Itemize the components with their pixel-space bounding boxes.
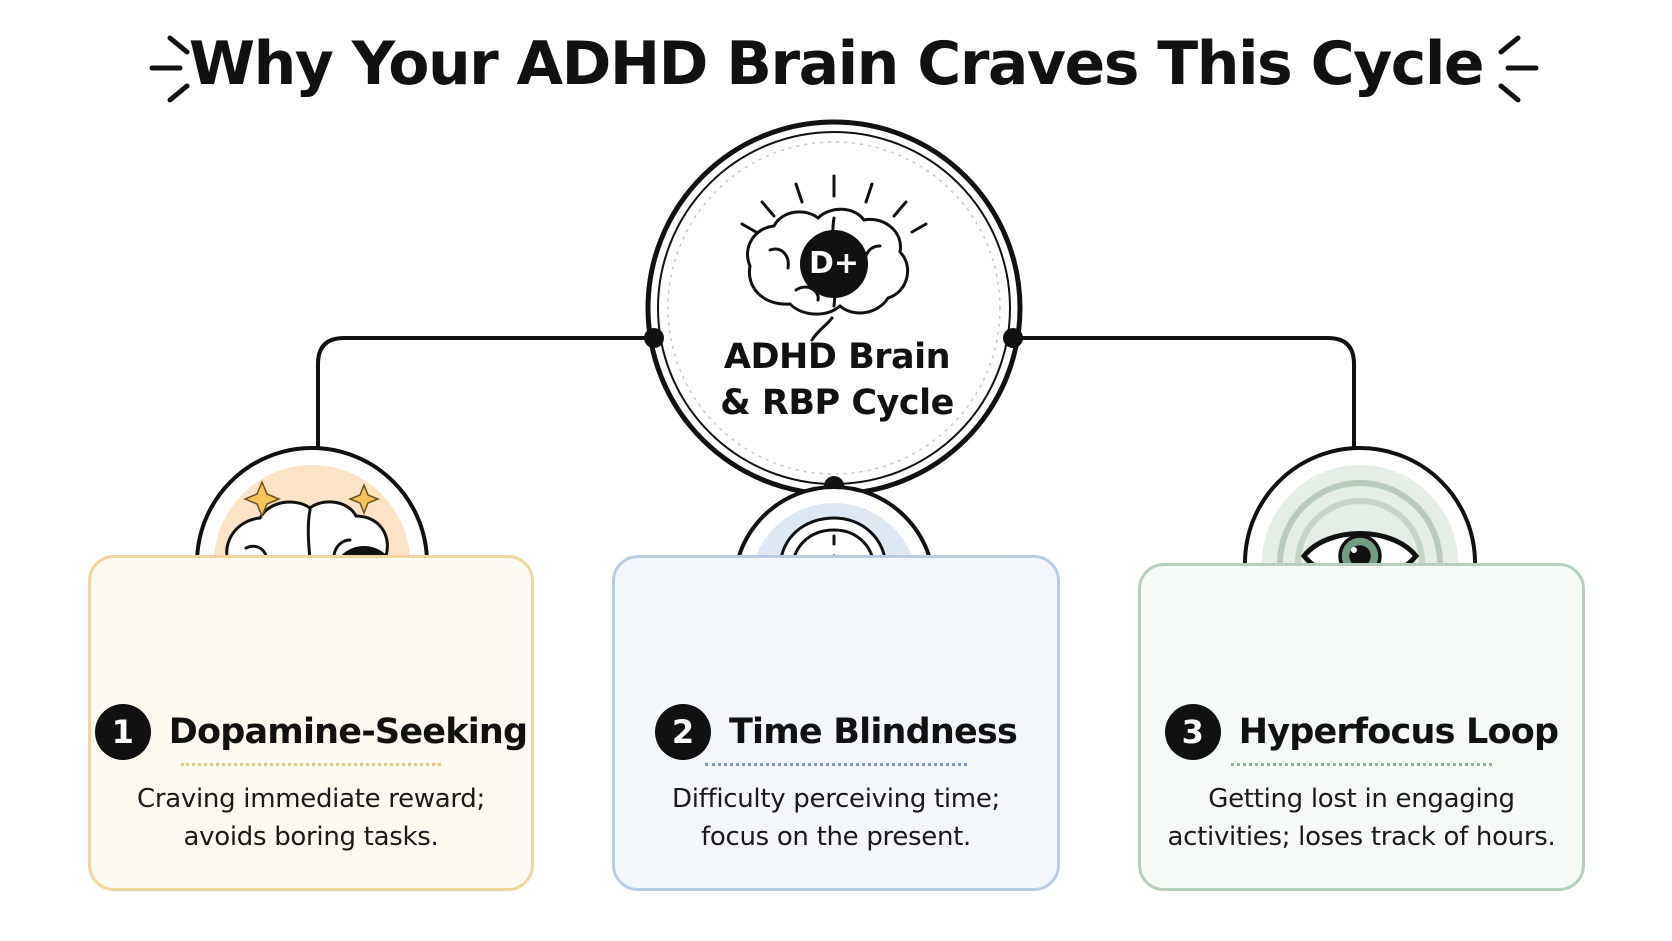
card-description-line: Difficulty perceiving time; [671,784,1000,814]
card-description-line: Craving immediate reward; [137,784,485,814]
card-description: Difficulty perceiving time; focus on the… [635,780,1037,856]
card-description-line: focus on the present. [700,822,972,852]
hub-label-line1: ADHD Brain [723,337,951,377]
title-burst-right-icon [1498,35,1539,103]
hub-dopamine-badge: D+ [808,246,860,281]
hub-node-left [644,328,664,348]
card-title: Time Blindness [728,712,1018,752]
card-description-line: avoids boring tasks. [183,822,439,852]
connector-right [1013,336,1356,448]
card-description: Craving immediate reward; avoids boring … [111,780,511,856]
hub-node-right [1003,328,1023,348]
card-hyperfocus-loop: 3 Hyperfocus Loop Getting lost in engagi… [1138,563,1585,891]
step-number-badge: 1 [94,704,151,760]
page-title: Why Your ADHD Brain Craves This Cycle [188,29,1485,99]
card-description-line: Getting lost in engaging [1208,784,1515,814]
dotted-divider [181,763,441,766]
card-title: Hyperfocus Loop [1238,712,1559,752]
hub-label: ADHD Brain & RBP Cycle [662,334,1012,426]
card-description: Getting lost in engaging activities; los… [1161,780,1562,856]
step-number-badge: 2 [654,704,711,760]
connector-left [316,336,654,448]
title-burst-left-icon [149,35,190,103]
step-number-badge: 3 [1164,704,1221,760]
card-description-line: activities; loses track of hours. [1167,822,1556,852]
card-time-blindness: 2 Time Blindness Difficulty perceiving t… [612,555,1060,891]
hub-label-line2: & RBP Cycle [720,383,954,423]
dotted-divider [1231,763,1492,766]
card-header: 3 Hyperfocus Loop [1141,704,1582,760]
card-header: 2 Time Blindness [615,704,1057,760]
card-header: 1 Dopamine-Seeking [91,704,531,760]
card-dopamine-seeking: 1 Dopamine-Seeking Craving immediate rew… [88,555,534,891]
dotted-divider [705,763,967,766]
card-title: Dopamine-Seeking [168,712,528,752]
hub-dopamine-badge-bg [800,230,868,298]
